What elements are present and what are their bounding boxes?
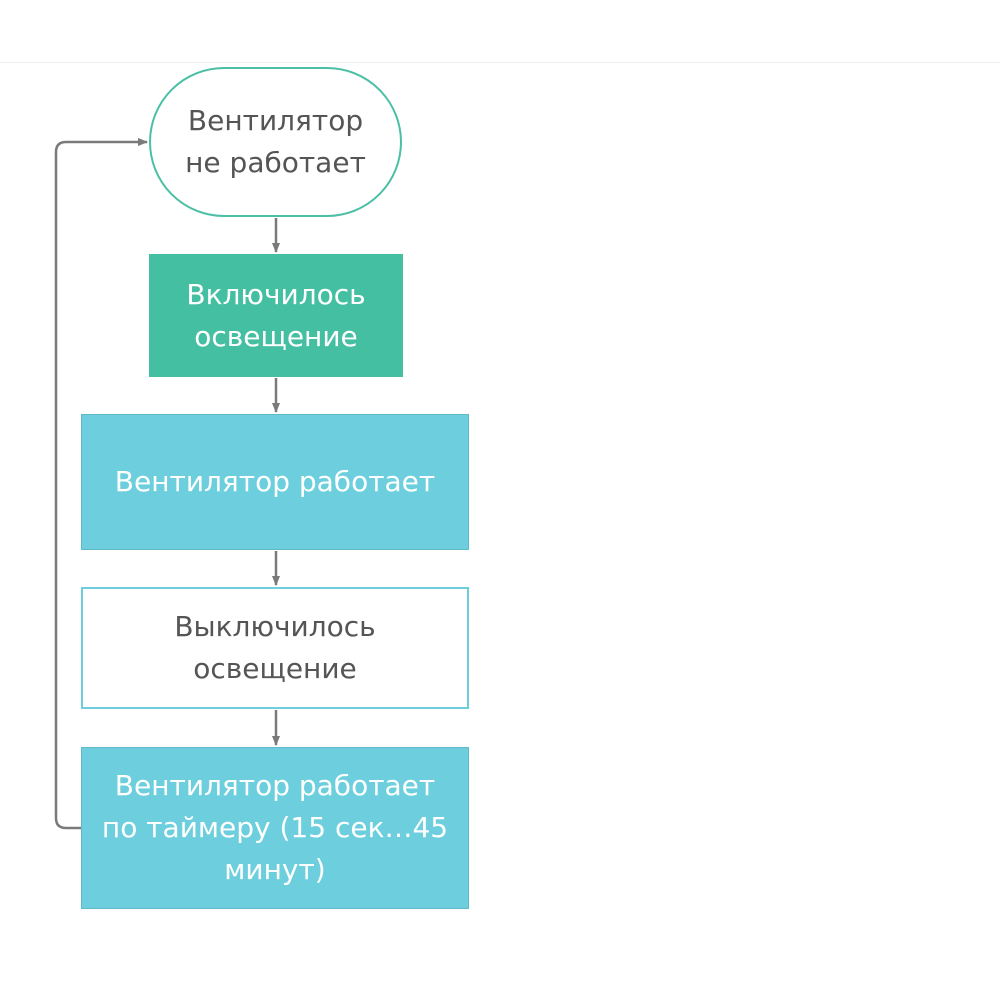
start-node-fan-off: Вентилятор не работает [149, 67, 402, 217]
fan-timer-label: Вентилятор работает по таймеру (15 сек…4… [102, 765, 448, 891]
light-on-line-2: освещение [194, 319, 358, 353]
fan-timer-line-3: минут) [224, 853, 326, 886]
process-node-fan-on: Вентилятор работает [81, 414, 469, 550]
light-off-label: Выключилось освещение [174, 606, 375, 690]
fan-timer-line-2: по таймеру (15 сек…45 [101, 811, 449, 844]
connector-feedback-loop [54, 138, 148, 830]
fan-timer-line-1: Вентилятор работает [114, 769, 436, 802]
start-node-label: Вентилятор не работает [185, 100, 366, 184]
process-node-fan-timer: Вентилятор работает по таймеру (15 сек…4… [81, 747, 469, 909]
light-on-line-1: Включилось [186, 277, 366, 311]
fan-on-line-1: Вентилятор работает [114, 465, 436, 498]
light-on-label: Включилось освещение [186, 274, 365, 358]
top-divider-line [0, 62, 1000, 63]
process-node-light-off: Выключилось освещение [81, 587, 469, 709]
light-off-line-2: освещение [193, 652, 357, 685]
start-node-line-2: не работает [185, 146, 366, 179]
fan-on-label: Вентилятор работает [115, 461, 435, 503]
process-node-light-on: Включилось освещение [149, 254, 403, 377]
start-node-line-1: Вентилятор [187, 104, 364, 137]
light-off-line-1: Выключилось [174, 610, 376, 643]
